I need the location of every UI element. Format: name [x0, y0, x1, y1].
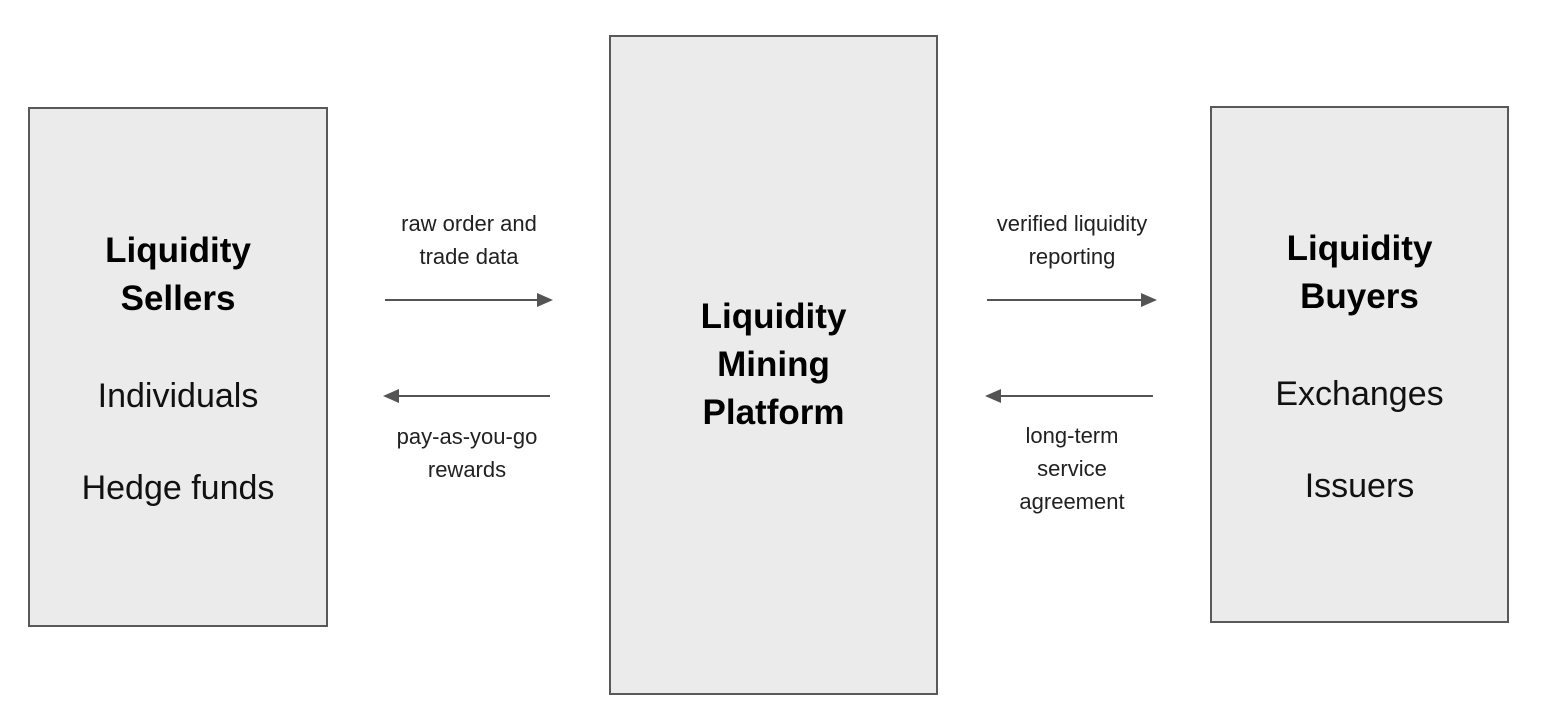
edge-label-verified-liquidity-reporting: verified liquidity reporting — [996, 211, 1148, 269]
edge-label-long-term-service-agreement: long-term service agreement — [1019, 423, 1125, 514]
node-title-liquidity-buyers: Liquidity Buyers — [1286, 228, 1433, 316]
arrow-line — [999, 394, 1153, 398]
arrowhead-right-icon — [537, 293, 553, 307]
node-title-liquidity-mining-platform: Liquidity Mining Platform — [700, 297, 847, 432]
arrow-platform-to-sellers — [383, 389, 550, 403]
arrowhead-left-icon — [383, 389, 399, 403]
arrow-buyers-to-platform — [985, 389, 1153, 403]
node-title-liquidity-sellers: Liquidity Sellers — [105, 231, 251, 318]
edge-label-raw-order-and-trade-data: raw order and trade data — [401, 211, 537, 269]
arrow-sellers-to-platform — [385, 293, 553, 307]
arrowhead-right-icon — [1141, 293, 1157, 307]
node-item-individuals: Individuals — [97, 377, 259, 415]
node-liquidity-buyers: Liquidity Buyers Exchanges Issuers — [1210, 106, 1509, 623]
arrow-line — [987, 298, 1143, 302]
arrow-platform-to-buyers — [987, 293, 1157, 307]
node-item-exchanges: Exchanges — [1275, 374, 1444, 413]
node-liquidity-mining-platform: Liquidity Mining Platform — [609, 35, 938, 695]
node-item-hedge-funds: Hedge funds — [81, 469, 275, 507]
arrowhead-left-icon — [985, 389, 1001, 403]
node-item-issuers: Issuers — [1304, 466, 1415, 505]
node-liquidity-sellers: Liquidity Sellers Individuals Hedge fund… — [28, 107, 328, 627]
arrow-line — [397, 394, 550, 398]
arrow-line — [385, 298, 539, 302]
edge-label-pay-as-you-go-rewards: pay-as-you-go rewards — [396, 424, 538, 482]
